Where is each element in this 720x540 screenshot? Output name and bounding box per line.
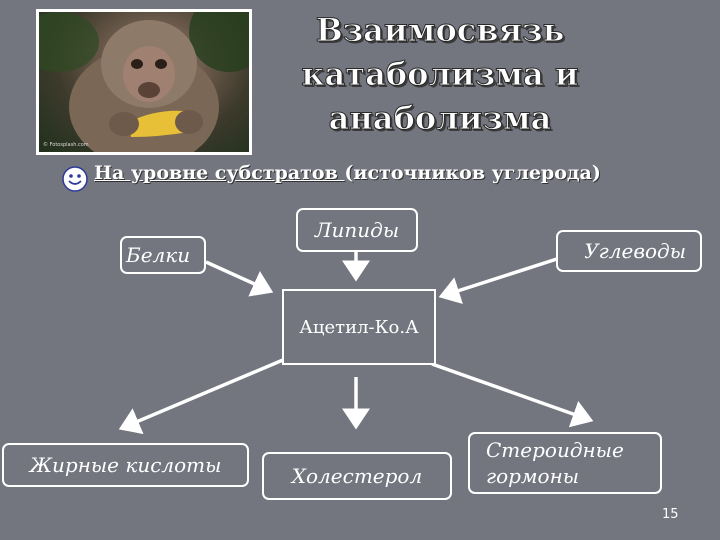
title-line-2: катаболизма и <box>301 55 579 94</box>
node-lipids-label: Липиды <box>314 218 400 242</box>
arrow-proteins-to-center <box>205 260 274 297</box>
node-steroid-hormones: Стероидные гормоны <box>468 432 662 494</box>
node-carbs-label: Углеводы <box>584 239 686 263</box>
node-cholesterol-label: Холестерол <box>291 464 423 488</box>
node-steroids-line1: Стероидные <box>486 438 624 462</box>
smiley-icon <box>62 166 88 192</box>
node-cholesterol: Холестерол <box>262 452 452 500</box>
node-acetyl-coa: Ацетил-Ко.А <box>282 289 436 365</box>
node-proteins-label: Белки <box>126 243 191 267</box>
subtitle-underlined: На уровне субстратов <box>94 162 345 184</box>
node-proteins: Белки <box>120 236 206 274</box>
subtitle: На уровне субстратов (источников углерод… <box>94 162 601 184</box>
title-line-1: Взаимосвязь <box>315 11 565 50</box>
node-steroids-line2: гормоны <box>486 464 580 488</box>
photo-caption: © Fotosplash.com <box>43 142 89 148</box>
slide-title: Взаимосвязь катаболизма и анаболизма <box>260 8 620 140</box>
arrow-center-to-fatty-acids <box>118 355 291 435</box>
page-number: 15 <box>662 507 679 522</box>
node-acetyl-coa-label: Ацетил-Ко.А <box>299 316 419 338</box>
monkey-photo: © Fotosplash.com <box>36 9 252 155</box>
subtitle-rest: (источников углерода) <box>344 162 601 184</box>
arrow-carbs-to-center <box>438 256 561 304</box>
node-carbs: Углеводы <box>556 230 702 272</box>
title-line-3: анаболизма <box>328 99 552 138</box>
node-lipids: Липиды <box>296 208 418 252</box>
node-fatty-acids: Жирные кислоты <box>2 443 249 487</box>
arrow-center-to-steroids <box>431 362 594 428</box>
node-fatty-acids-label: Жирные кислоты <box>29 453 222 477</box>
